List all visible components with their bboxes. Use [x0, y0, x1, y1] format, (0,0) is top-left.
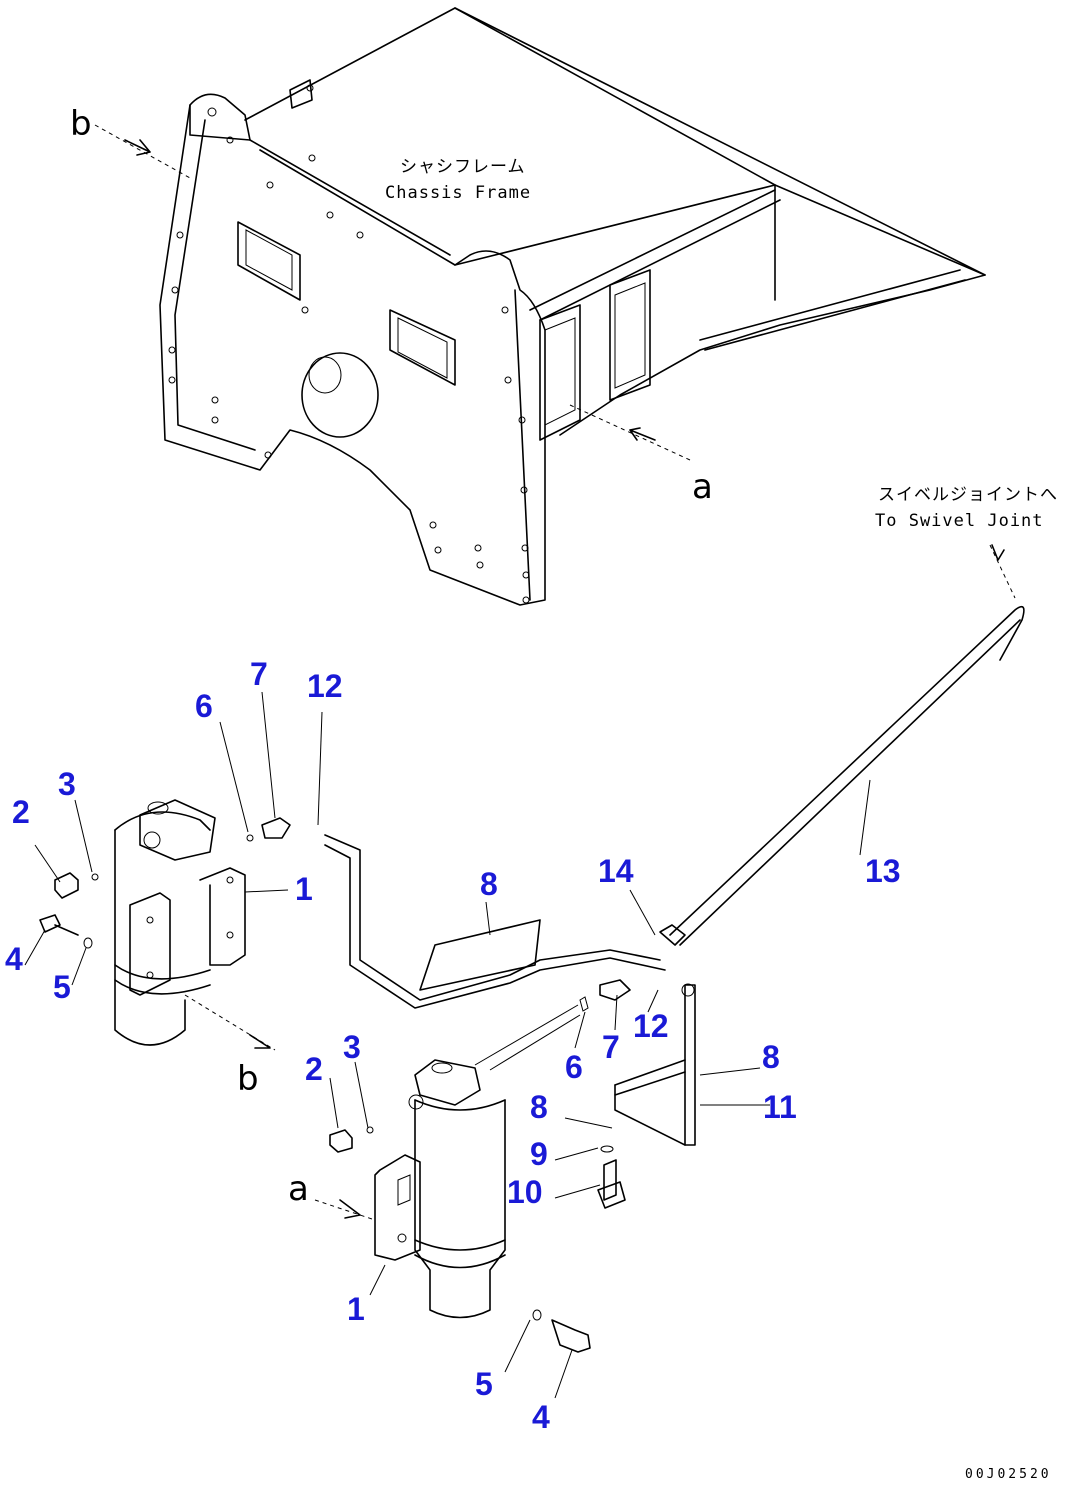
callout-13: 13	[865, 853, 901, 889]
frame-label-en: Chassis Frame	[385, 183, 531, 203]
callout-5-lower: 5	[475, 1366, 493, 1402]
callout-12-upper: 12	[307, 668, 343, 704]
frame-label-jp: シャシフレーム	[400, 157, 526, 177]
callout-2-lower: 2	[305, 1051, 323, 1087]
callout-1-upper: 1	[295, 871, 313, 907]
callout-14: 14	[598, 853, 634, 889]
swivel-label-en: To Swivel Joint	[875, 511, 1044, 531]
callout-10: 10	[507, 1174, 543, 1210]
callout-numbers: 1 2 3 4 5 6 7 12 8 14 13 2 3 6 7 12 8 8 …	[5, 656, 901, 1435]
callout-6-lower: 6	[565, 1049, 583, 1085]
callout-leaders	[24, 691, 871, 1399]
callout-7-lower: 7	[602, 1029, 620, 1065]
callout-11: 11	[763, 1089, 797, 1125]
chassis-frame	[94, 7, 986, 606]
view-a-marker-lower: a	[288, 1169, 309, 1209]
callout-1-lower: 1	[347, 1291, 365, 1327]
callout-3-upper: 3	[58, 766, 76, 802]
callout-8-bracket: 8	[762, 1039, 780, 1075]
accumulator-lower	[314, 1059, 591, 1353]
callout-12-lower: 12	[633, 1008, 669, 1044]
view-b-marker-top: b	[70, 104, 92, 144]
accumulator-upper	[39, 799, 276, 1051]
callout-3-lower: 3	[343, 1029, 361, 1065]
callout-5-upper: 5	[53, 969, 71, 1005]
callout-8-clamp: 8	[530, 1089, 548, 1125]
callout-9: 9	[530, 1136, 548, 1172]
callout-2-upper: 2	[12, 794, 30, 830]
drawing-code: 00J02520	[965, 1467, 1052, 1482]
callout-4-upper: 4	[5, 941, 23, 977]
callout-4-lower: 4	[532, 1399, 550, 1435]
view-a-marker-top: a	[692, 467, 713, 507]
piping	[246, 544, 1025, 1209]
view-b-marker-lower: b	[237, 1059, 259, 1099]
swivel-label-jp: スイベルジョイントへ	[878, 485, 1058, 505]
callout-6-upper: 6	[195, 688, 213, 724]
callout-8-plate: 8	[480, 866, 498, 902]
callout-7-upper: 7	[250, 656, 268, 692]
